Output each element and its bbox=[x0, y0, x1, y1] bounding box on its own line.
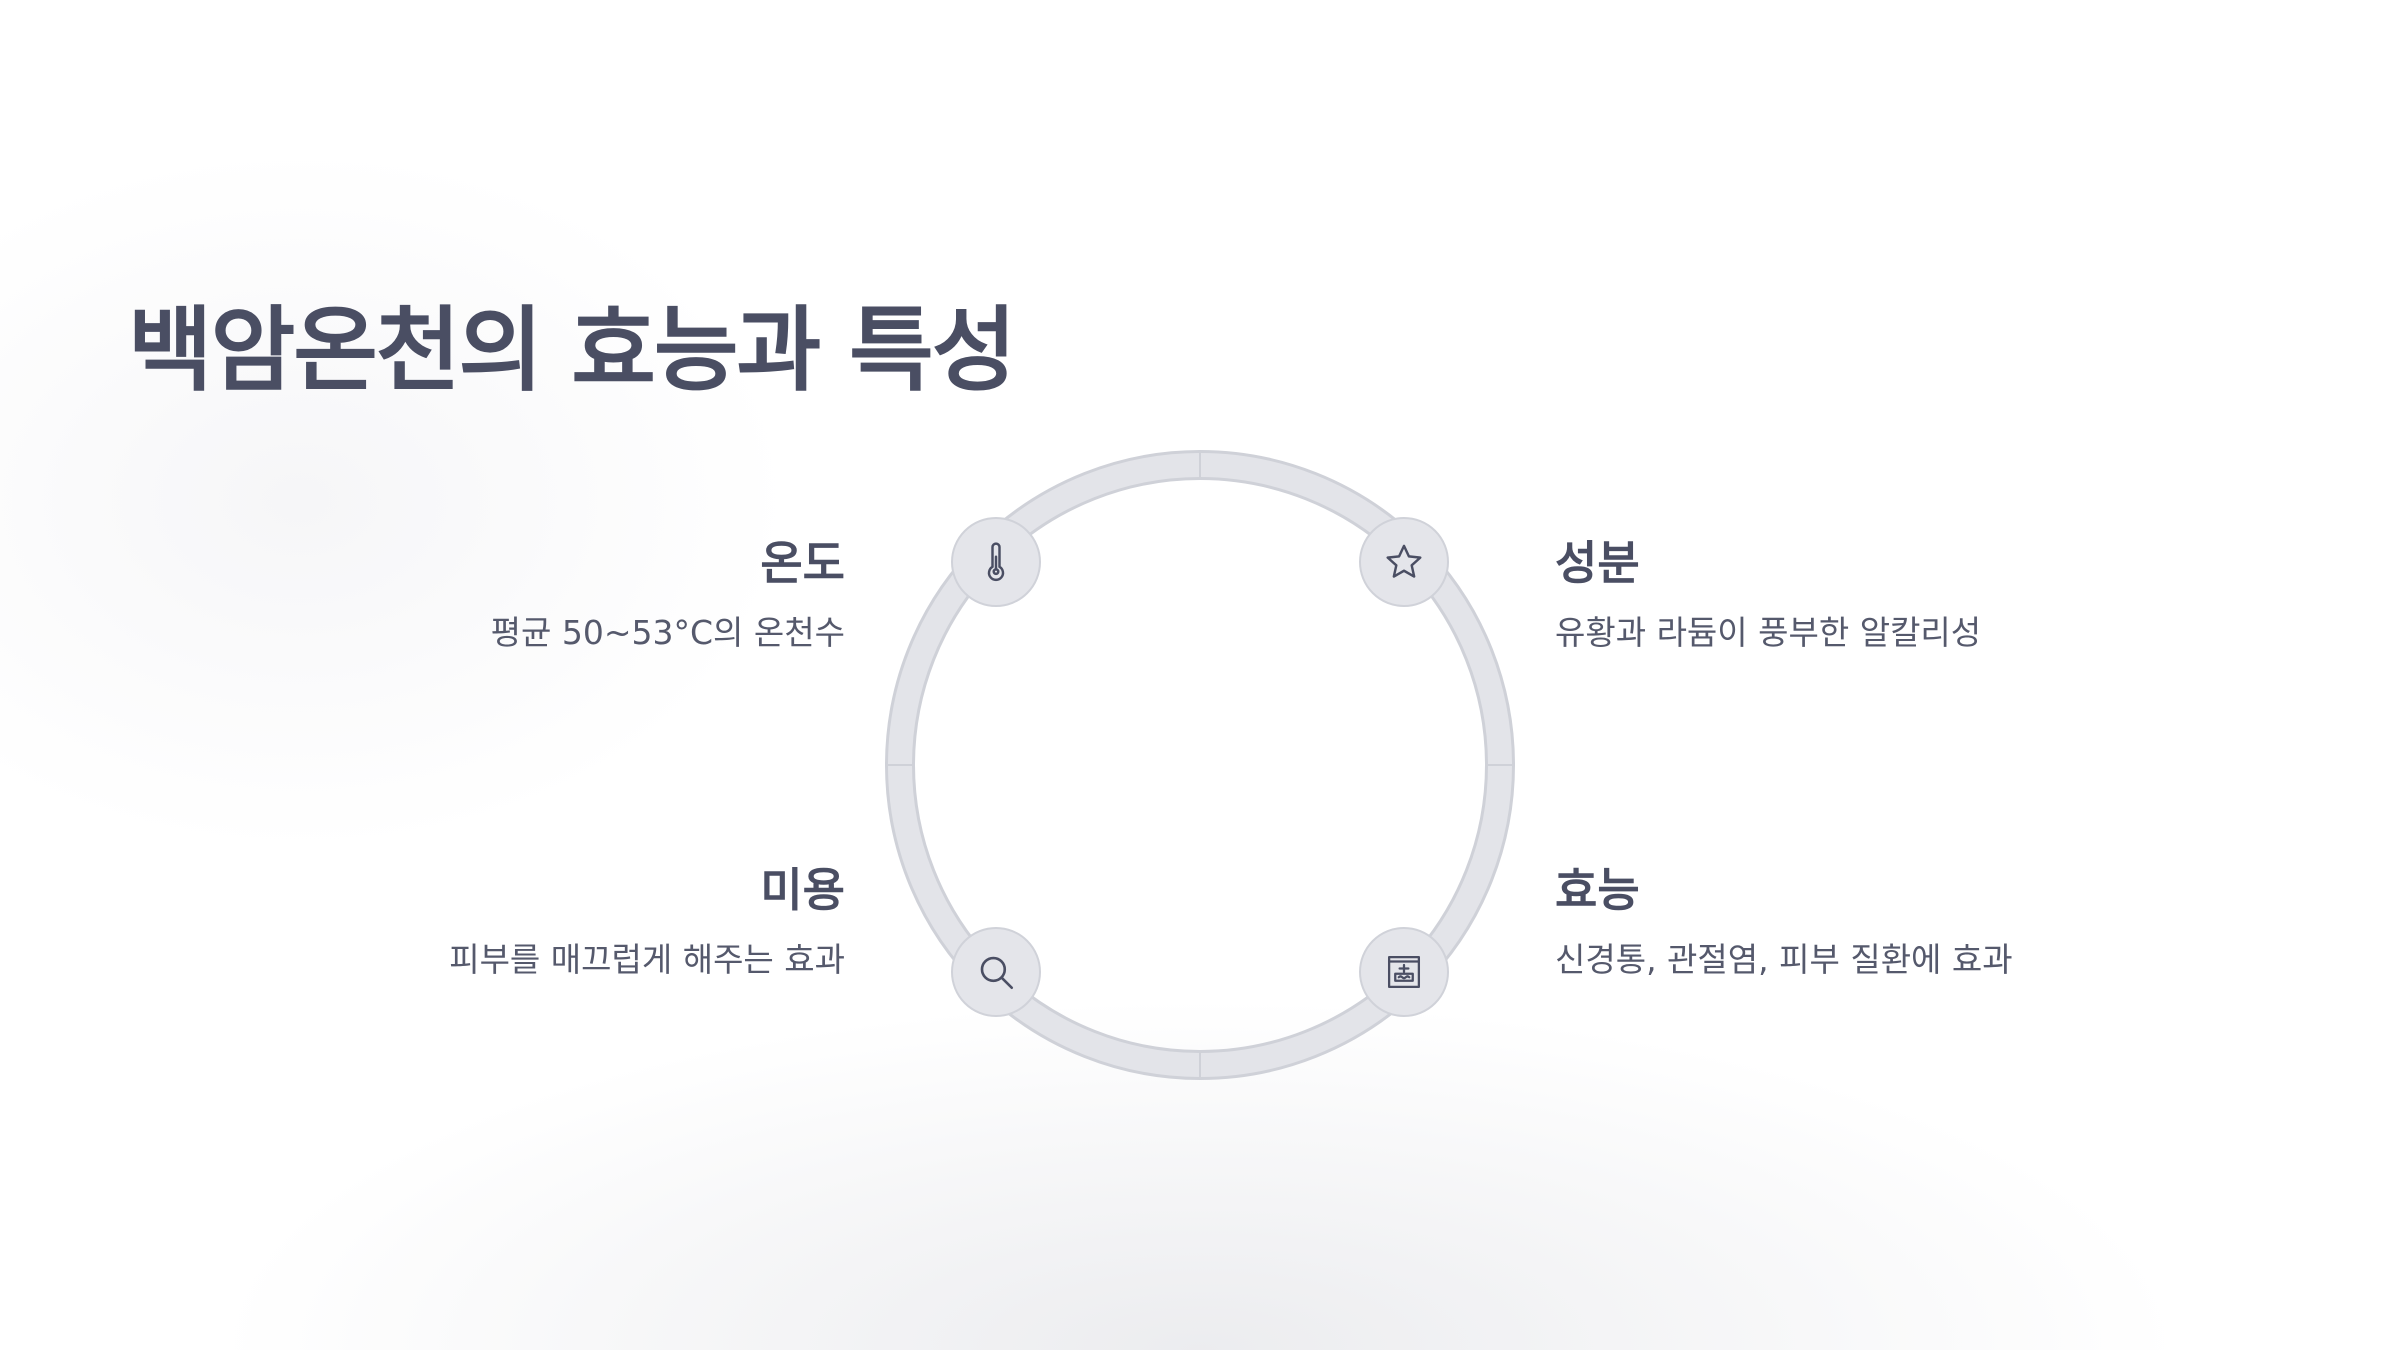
bath-icon bbox=[1387, 955, 1421, 989]
feature-beauty: 미용 피부를 매끄럽게 해주는 효과 bbox=[145, 860, 845, 982]
search-icon bbox=[980, 956, 1014, 990]
feature-efficacy: 효능 신경통, 관절염, 피부 질환에 효과 bbox=[1555, 860, 2255, 982]
efficacy-node bbox=[1359, 927, 1449, 1017]
ingredients-node bbox=[1359, 517, 1449, 607]
page-title: 백암온천의 효능과 특성 bbox=[128, 297, 1016, 404]
thermometer-icon bbox=[987, 542, 1005, 582]
feature-description: 유황과 라듐이 풍부한 알칼리성 bbox=[1555, 613, 1982, 652]
feature-title: 성분 bbox=[1555, 536, 1640, 590]
feature-ingredients: 성분 유황과 라듐이 풍부한 알칼리성 bbox=[1555, 533, 2255, 655]
beauty-node bbox=[951, 927, 1041, 1017]
feature-title: 온도 bbox=[760, 536, 845, 590]
star-icon bbox=[1386, 544, 1422, 578]
feature-description: 신경통, 관절염, 피부 질환에 효과 bbox=[1555, 940, 2013, 979]
feature-title: 미용 bbox=[760, 863, 845, 917]
temperature-node bbox=[951, 517, 1041, 607]
feature-temperature: 온도 평균 50~53°C의 온천수 bbox=[145, 533, 845, 655]
feature-description: 피부를 매끄럽게 해주는 효과 bbox=[449, 940, 845, 979]
feature-title: 효능 bbox=[1555, 863, 1640, 917]
feature-description: 평균 50~53°C의 온천수 bbox=[490, 613, 845, 652]
